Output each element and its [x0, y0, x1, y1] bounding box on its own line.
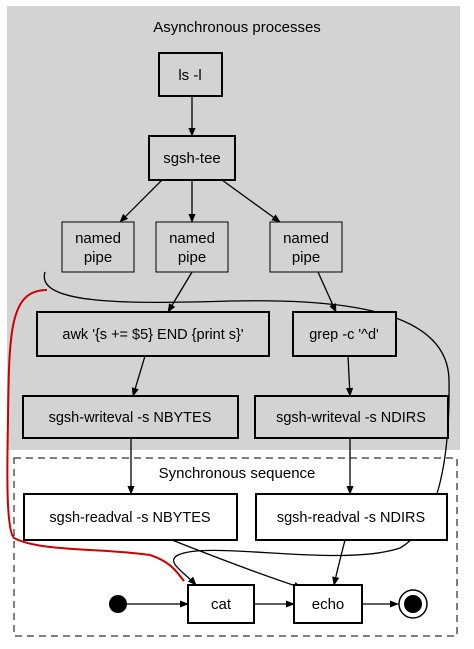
async-cluster-label: Asynchronous processes — [153, 19, 321, 36]
start-node — [109, 595, 127, 613]
node-ls-label: ls -l — [178, 67, 201, 84]
edge-grep-writeval — [345, 355, 354, 397]
edge-readval-dirs-echo — [332, 539, 346, 586]
end-node — [398, 589, 428, 619]
node-awk-label: awk '{s += $5} END {print s}' — [62, 327, 243, 343]
node-pipe3-line2: pipe — [292, 249, 320, 266]
edge-pipe3-grep — [317, 271, 337, 313]
node-readval-bytes-label: sgsh-readval -s NBYTES — [49, 510, 210, 526]
node-pipe2: named pipe — [155, 221, 229, 273]
node-pipe3-line1: named — [283, 230, 329, 247]
node-pipe2-line2: pipe — [178, 249, 206, 266]
node-cat-label: cat — [211, 596, 232, 613]
node-grep-label: grep -c '^d' — [309, 327, 379, 343]
edge-readval-bytes-echo — [171, 539, 303, 589]
node-cat: cat — [187, 584, 255, 624]
node-pipe1-line2: pipe — [84, 249, 112, 266]
highlight-path — [6, 289, 185, 582]
edge-awk-writeval — [131, 355, 146, 397]
node-readval-bytes: sgsh-readval -s NBYTES — [23, 493, 238, 541]
node-grep: grep -c '^d' — [292, 311, 397, 357]
node-writeval-bytes-label: sgsh-writeval -s NBYTES — [49, 410, 212, 426]
node-ls: ls -l — [158, 52, 223, 97]
node-pipe3: named pipe — [269, 221, 343, 273]
node-tee-label: sgsh-tee — [163, 150, 221, 167]
node-tee: sgsh-tee — [148, 135, 236, 181]
node-echo-label: echo — [312, 596, 345, 613]
node-writeval-dirs: sgsh-writeval -s NDIRS — [254, 395, 449, 439]
edge-pipe2-awk — [167, 271, 193, 313]
node-pipe1: named pipe — [61, 221, 135, 273]
node-writeval-bytes: sgsh-writeval -s NBYTES — [22, 395, 239, 439]
sync-cluster-label: Synchronous sequence — [159, 465, 316, 482]
edge-tee-pipe3 — [221, 179, 281, 223]
node-writeval-dirs-label: sgsh-writeval -s NDIRS — [276, 410, 426, 426]
node-awk: awk '{s += $5} END {print s}' — [36, 311, 270, 357]
node-pipe2-line1: named — [169, 230, 215, 247]
edge-tee-pipe1 — [119, 179, 163, 223]
node-echo: echo — [293, 584, 363, 624]
node-readval-dirs-label: sgsh-readval -s NDIRS — [277, 510, 425, 526]
node-readval-dirs: sgsh-readval -s NDIRS — [255, 493, 448, 541]
node-pipe1-line1: named — [75, 230, 121, 247]
